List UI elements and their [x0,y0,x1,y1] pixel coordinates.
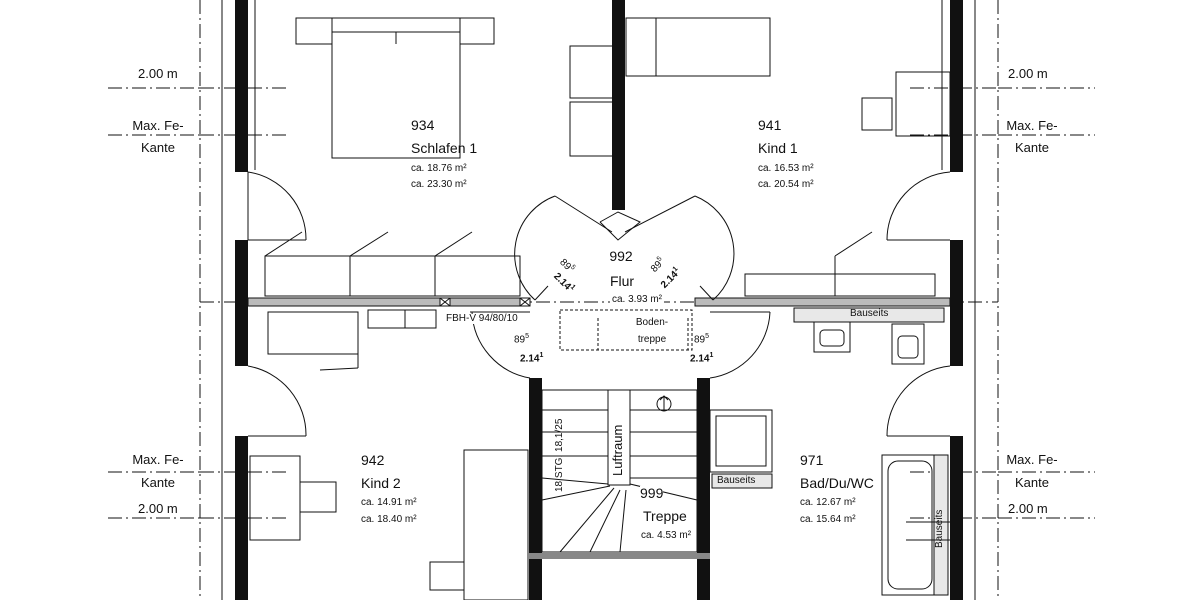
room-area1-treppe: ca. 4.53 m² [641,530,692,541]
room-area2-schlafen: ca. 23.30 m² [411,179,467,190]
fe-right-bottom-2: Kante [1015,475,1049,490]
bathroom-fixtures [709,307,950,596]
dim-left-bottom: 2.00 m [138,501,178,516]
room-name-kind2: Kind 2 [361,475,401,491]
room-area1-kind2: ca. 14.91 m² [361,497,417,508]
fe-right-top-2: Kante [1015,140,1049,155]
desk-kind1 [861,71,951,137]
room-number-flur: 992 [609,248,633,264]
stair-steps-label: 18 STG. 18,1/25 [554,418,565,492]
room-area2-kind2: ca. 18.40 m² [361,514,417,525]
room-name-treppe: Treppe [643,508,687,524]
room-area1-flur: ca. 3.93 m² [609,294,665,305]
door-right-upper [886,171,951,241]
bed-kind2 [429,449,529,600]
room-area1-bad: ca. 12.67 m² [800,497,856,508]
fe-left-top-2: Kante [141,140,175,155]
dim-left-top: 2.00 m [138,66,178,81]
wardrobe-kind1 [744,231,936,297]
door-height-right-bottom: 2.141 [690,352,714,365]
door-left-upper [247,171,307,241]
room-name-flur: Flur [609,273,635,289]
room-area2-bad: ca. 15.64 m² [800,514,856,525]
room-number-kind1: 941 [758,117,782,133]
attic-stair-label-1: Boden- [635,317,669,328]
door-height-left-top: 895 [514,333,530,346]
attic-stair-label-2: treppe [637,334,667,345]
room-area1-kind1: ca. 16.53 m² [758,163,814,174]
fe-left-bottom-1: Max. Fe- [132,452,184,467]
fbh-label: FBH-V 94/80/10 [446,313,518,324]
fe-right-bottom-1: Max. Fe- [1006,452,1058,467]
fe-left-bottom-2: Kante [141,475,175,490]
bauseits-label-top: Bauseits [850,308,889,319]
desk-kind2 [249,455,337,541]
door-left-lower [247,365,307,437]
wardrobe-kind2 [267,309,437,371]
wardrobe-schlafen [264,231,521,297]
room-number-bad: 971 [800,452,824,468]
room-area2-kind1: ca. 20.54 m² [758,179,814,190]
dim-right-top: 2.00 m [1008,66,1048,81]
single-bed [569,17,771,157]
attic-stair-hatch [559,309,693,351]
luftraum-label: Luftraum [610,424,625,476]
door-right-lower [886,365,951,437]
fe-left-top-1: Max. Fe- [132,118,184,133]
door-height-right-top: 895 [694,333,710,346]
door-height-left-bottom: 2.141 [520,352,544,365]
room-name-kind1: Kind 1 [758,140,798,156]
staircase [541,389,698,553]
room-name-bad: Bad/Du/WC [800,475,874,491]
room-name-schlafen: Schlafen 1 [411,140,478,156]
room-number-schlafen: 934 [411,117,435,133]
walls [235,0,963,600]
dim-right-bottom: 2.00 m [1008,501,1048,516]
room-area1-schlafen: ca. 18.76 m² [411,163,467,174]
room-number-kind2: 942 [361,452,385,468]
room-number-treppe: 999 [640,485,664,501]
bauseits-label-middle: Bauseits [717,475,756,486]
bauseits-label-vertical: Bauseits [934,509,945,548]
fe-right-top-1: Max. Fe- [1006,118,1058,133]
double-bed [295,17,495,159]
